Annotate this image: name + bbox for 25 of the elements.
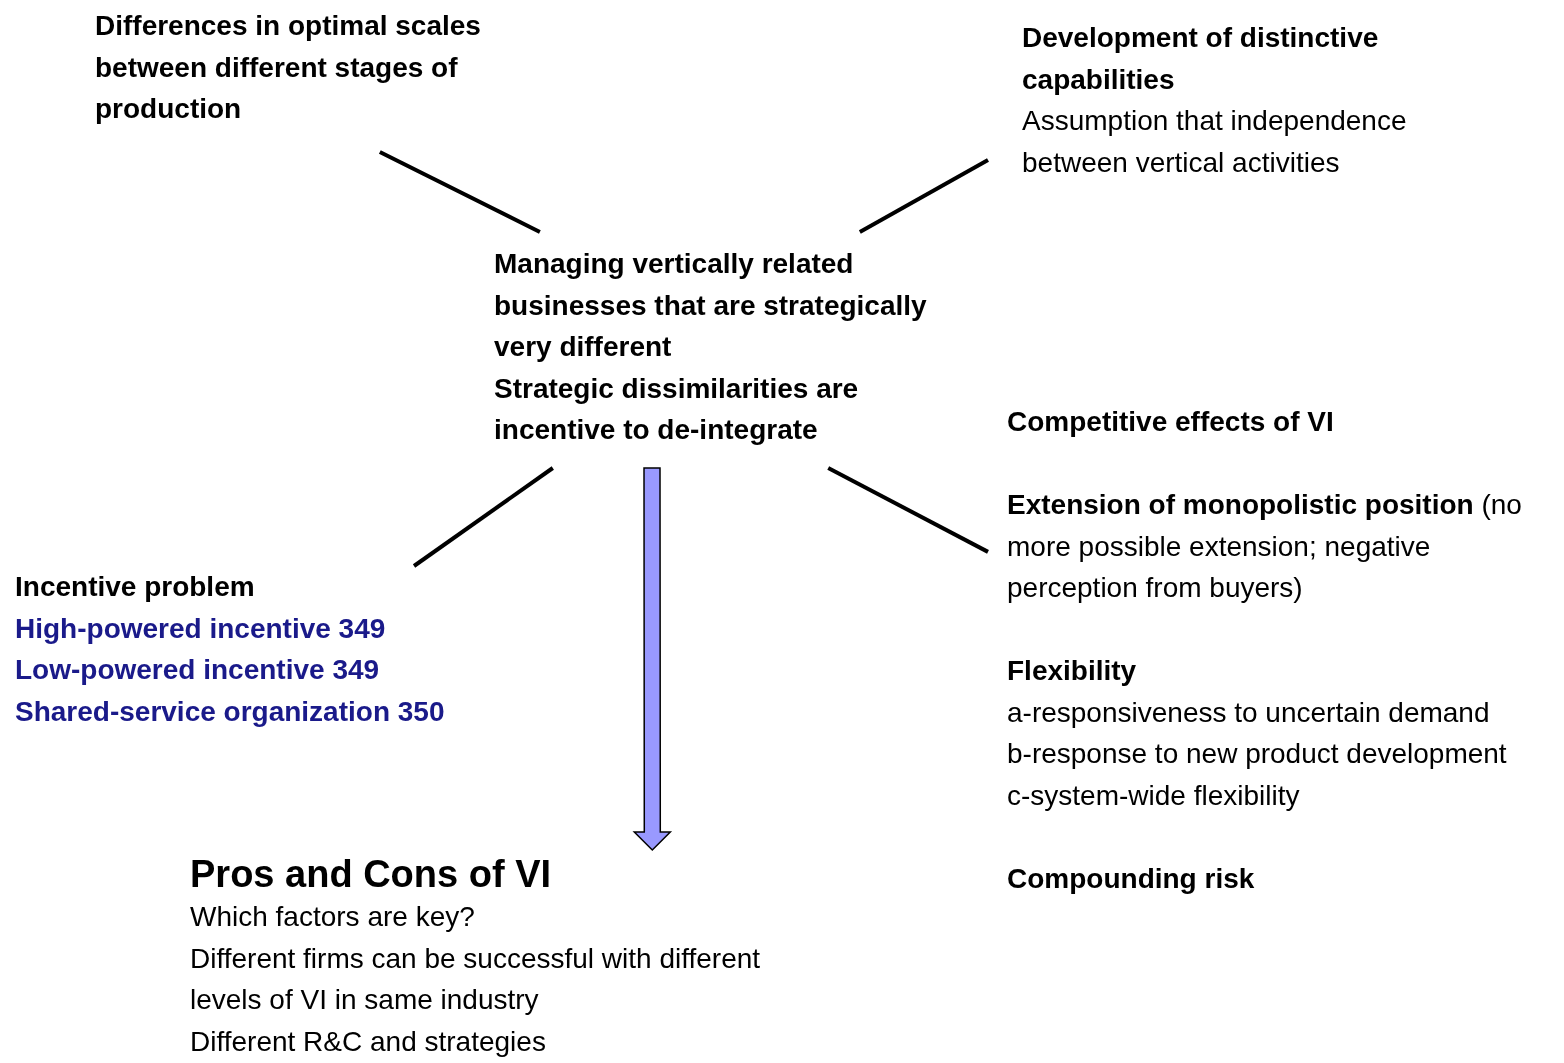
- body-text: a-responsiveness to uncertain demand: [1007, 695, 1491, 730]
- body-text: c-system-wide flexibility: [1007, 778, 1301, 813]
- connector-line: [827, 466, 989, 554]
- heading-text: Incentive problem: [15, 570, 256, 604]
- body-text: b-response to new product development: [1007, 737, 1508, 771]
- heading-text: Competitive effects of VI: [1007, 405, 1335, 439]
- heading-text: Strategic dissimilarities are incentive to de-integrate: [494, 371, 860, 447]
- body-text: Assumption that independence between vertical activities: [1022, 104, 1408, 180]
- heading-text: Shared-service organization 350: [15, 694, 446, 729]
- block-arrow: [632, 467, 673, 852]
- heading-text: Compounding risk: [1007, 861, 1256, 896]
- connector-line: [378, 150, 541, 234]
- heading-text: Low-powered incentive 349: [15, 653, 381, 687]
- heading-text: Flexibility: [1007, 654, 1138, 688]
- connector-line: [858, 158, 989, 234]
- heading-text: Differences in optimal scales between different stages of production: [95, 9, 482, 126]
- body-text: Extension of monopolistic position (no more possible extension; negative perception from buyers): [1007, 488, 1523, 605]
- connector-line: [412, 466, 554, 568]
- heading: Pros and Cons of VI: [190, 852, 553, 896]
- body-text: Different firms can be successful with different levels of VI in same industry: [190, 941, 762, 1017]
- heading-text: Development of distinctive capabilities: [1022, 21, 1380, 97]
- body-text: Different R&C and strategies: [190, 1024, 547, 1059]
- heading-text: Managing vertically related businesses that are strategically very different: [494, 247, 928, 364]
- body-text: Which factors are key?: [190, 900, 476, 934]
- heading-text: High-powered incentive 349: [15, 611, 387, 646]
